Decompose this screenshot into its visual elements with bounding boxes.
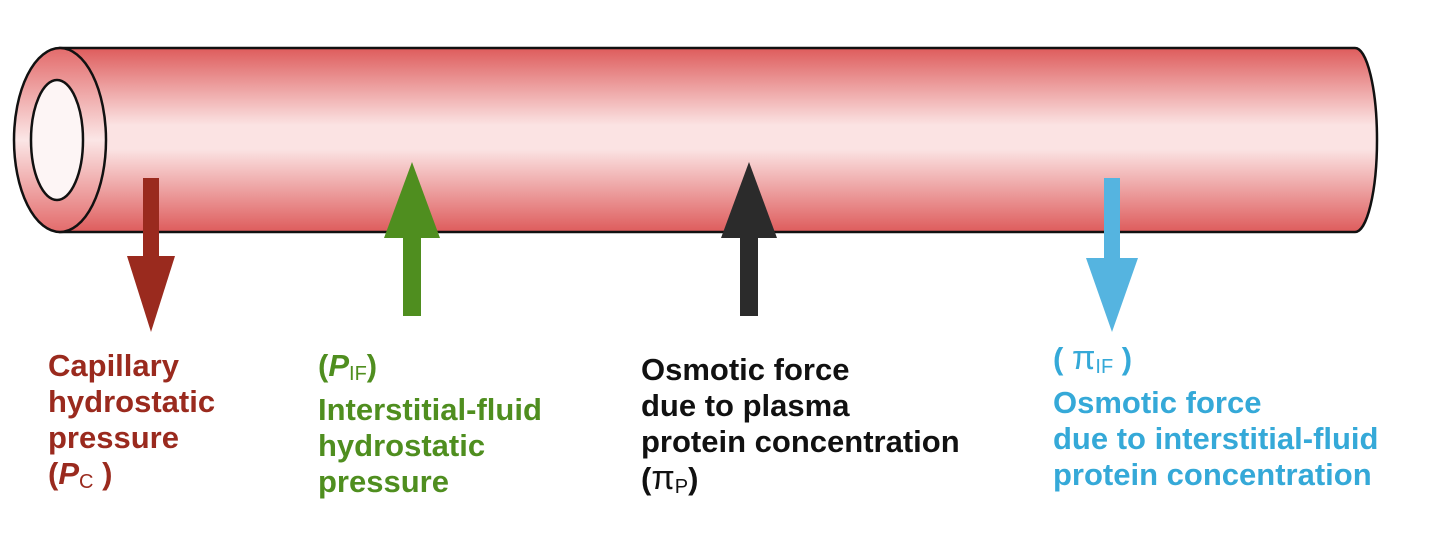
label-line: hydrostatic xyxy=(48,384,216,419)
label-line: protein concentration xyxy=(641,424,960,459)
arrow-up-icon xyxy=(721,162,777,316)
label-line: Capillary xyxy=(48,348,179,383)
label-line: protein concentration xyxy=(1053,457,1372,492)
symbol-piif: ( πIF ) xyxy=(1053,339,1133,378)
tube-lumen xyxy=(29,78,85,202)
symbol-pif: (PIF) xyxy=(318,348,378,385)
label-plasma-osmotic-force: Osmotic force due to plasma protein conc… xyxy=(641,352,960,505)
tube-body xyxy=(58,46,1379,234)
symbol-pip: (πP) xyxy=(641,459,699,498)
label-capillary-hydrostatic-pressure: Capillary hydrostatic pressure (PC ) xyxy=(48,348,215,500)
label-line: due to plasma xyxy=(641,388,850,423)
capillary-tube-icon xyxy=(12,46,1379,234)
arrow-up-icon xyxy=(384,162,440,316)
arrow-down-icon xyxy=(1086,178,1138,332)
label-line: pressure xyxy=(48,420,179,455)
label-line: pressure xyxy=(318,464,449,499)
label-line: Osmotic force xyxy=(1053,385,1262,420)
label-line: hydrostatic xyxy=(318,428,486,463)
label-interstitial-fluid-hydrostatic-pressure: (PIF) Interstitial-fluid hydrostatic pre… xyxy=(318,348,542,500)
label-line: Interstitial-fluid xyxy=(318,392,542,427)
symbol-pc: (PC ) xyxy=(48,456,113,493)
arrow-down-icon xyxy=(127,178,175,332)
label-line: due to interstitial-fluid xyxy=(1053,421,1379,456)
label-line: Osmotic force xyxy=(641,352,850,387)
label-interstitial-osmotic-force: ( πIF ) Osmotic force due to interstitia… xyxy=(1053,340,1379,493)
